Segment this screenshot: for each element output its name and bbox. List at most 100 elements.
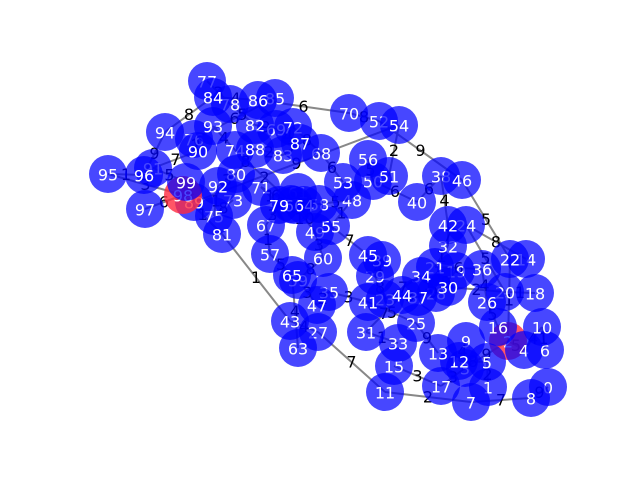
node-56: 56 [349, 140, 387, 178]
node-circle [125, 156, 163, 194]
node-44: 44 [383, 276, 421, 314]
node-label: 95 [98, 166, 118, 185]
node-13: 13 [419, 334, 457, 372]
node-circle [304, 239, 342, 277]
node-46: 46 [443, 161, 481, 199]
node-label: 54 [389, 117, 409, 136]
node-87: 87 [281, 124, 319, 162]
node-label: 11 [375, 384, 395, 403]
node-45: 45 [349, 236, 387, 274]
node-label: 97 [135, 201, 155, 220]
node-label: 10 [532, 319, 552, 338]
node-81: 81 [203, 215, 241, 253]
edge-weight-label: 7 [170, 150, 180, 169]
node-circle [512, 379, 550, 417]
node-label: 26 [477, 294, 497, 313]
node-label: 86 [248, 92, 268, 111]
edge-weight-label: 7 [346, 353, 356, 372]
node-label: 43 [280, 313, 300, 332]
edge-weight-label: 8 [184, 105, 194, 124]
node-label: 7 [466, 394, 476, 413]
node-99: 99 [167, 163, 205, 201]
node-circle [422, 367, 460, 405]
node-label: 44 [392, 287, 412, 306]
node-88: 88 [236, 130, 274, 168]
node-label: 9 [461, 333, 471, 352]
edge-weight-label: 3 [412, 367, 422, 386]
node-label: 31 [356, 324, 376, 343]
node-circle [279, 329, 317, 367]
node-label: 94 [155, 124, 175, 143]
node-label: 65 [282, 267, 302, 286]
node-label: 6 [540, 342, 550, 361]
node-label: 92 [208, 178, 228, 197]
node-circle [523, 308, 561, 346]
node-label: 18 [525, 285, 545, 304]
node-97: 97 [126, 190, 164, 228]
node-circle [194, 107, 232, 145]
node-40: 40 [398, 183, 436, 221]
node-circle [379, 324, 417, 362]
node-label: 45 [358, 247, 378, 266]
node-label: 0 [543, 379, 553, 398]
node-circle [146, 113, 184, 151]
node-70: 70 [330, 94, 368, 132]
edge-weight-label: 8 [491, 233, 501, 252]
node-circle [349, 236, 387, 274]
edge-weight-label: 3 [343, 288, 353, 307]
node-circle [260, 186, 298, 224]
edge-weight-label: 2 [389, 141, 399, 160]
node-label: 84 [203, 89, 223, 108]
node-label: 96 [134, 167, 154, 186]
node-label: 55 [321, 218, 341, 237]
node-63: 63 [279, 329, 317, 367]
node-label: 16 [488, 319, 508, 338]
node-41: 41 [349, 283, 387, 321]
node-label: 79 [269, 197, 289, 216]
node-label: 46 [452, 172, 472, 191]
node-label: 56 [358, 151, 378, 170]
node-26: 26 [468, 283, 506, 321]
node-17: 17 [422, 367, 460, 405]
node-circle [347, 313, 385, 351]
node-circle [239, 81, 277, 119]
node-8: 8 [512, 379, 550, 417]
node-18: 18 [516, 274, 554, 312]
node-circle [398, 183, 436, 221]
node-label: 17 [431, 378, 451, 397]
node-circle [324, 163, 362, 201]
edge-weight-label: 4 [439, 191, 449, 210]
node-label: 53 [333, 174, 353, 193]
edge-weight-label: 1 [251, 268, 261, 287]
node-33: 33 [379, 324, 417, 362]
node-label: 60 [313, 250, 333, 269]
node-label: 99 [176, 174, 196, 193]
node-circle [89, 155, 127, 193]
node-label: 1 [483, 379, 493, 398]
node-94: 94 [146, 113, 184, 151]
node-circle [330, 94, 368, 132]
edge-weight-label: 6 [159, 193, 169, 212]
node-circle [167, 163, 205, 201]
node-circle [429, 206, 467, 244]
node-label: 4 [519, 342, 529, 361]
node-60: 60 [304, 239, 342, 277]
nodes-layer: 0123456789101112131415161718192021222324… [89, 62, 567, 421]
node-42: 42 [429, 206, 467, 244]
edge-weight-label: 5 [481, 210, 491, 229]
node-circle [203, 215, 241, 253]
edge-weight-label: 7 [344, 231, 354, 250]
node-label: 36 [472, 261, 492, 280]
node-circle [349, 140, 387, 178]
node-label: 81 [212, 226, 232, 245]
node-circle [419, 334, 457, 372]
node-label: 30 [438, 279, 458, 298]
node-circle [380, 106, 418, 144]
node-circle [199, 167, 237, 205]
node-54: 54 [380, 106, 418, 144]
node-label: 88 [245, 141, 265, 160]
node-84: 84 [194, 78, 232, 116]
node-label: 90 [188, 143, 208, 162]
node-label: 25 [406, 315, 426, 334]
node-circle [452, 383, 490, 421]
